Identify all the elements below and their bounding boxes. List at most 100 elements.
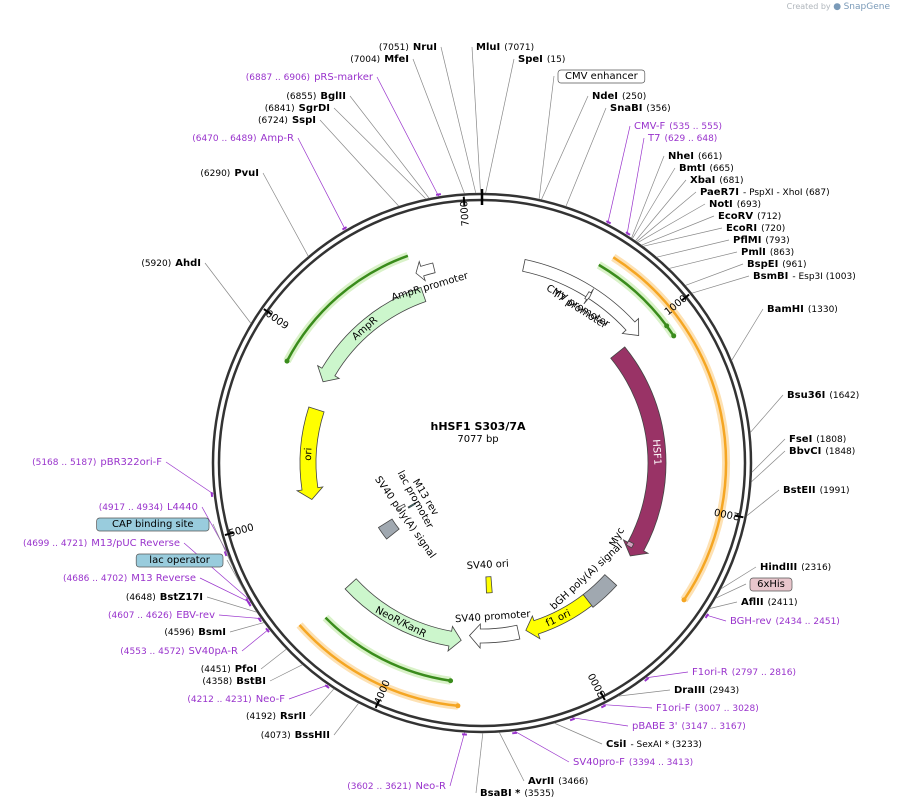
orange-arc — [298, 624, 459, 708]
tick-label: 2000 — [713, 505, 740, 521]
primer-marker — [625, 231, 631, 236]
credit-brand: SnapGene — [843, 2, 890, 12]
site-label-bglii: (6855)BglII — [286, 91, 346, 102]
site-label-pbabe-3: pBABE 3'(3147 .. 3167) — [632, 721, 746, 732]
site-label-avrii: AvrII(3466) — [528, 776, 588, 787]
site-name: BbvCI — [789, 446, 821, 457]
site-name: SgrDI — [299, 103, 330, 114]
site-label-text: Bsu36I(1642) — [787, 390, 859, 401]
leader-line — [626, 137, 645, 236]
site-name: PflMI — [733, 235, 761, 246]
site-label-text: (4699 .. 4721)M13/pUC Reverse — [23, 538, 180, 549]
site-label-csii: CsiI- SexAI * (3233) — [606, 739, 702, 750]
leader-line — [212, 523, 234, 568]
feature-label-hsf1: HSF1 — [650, 439, 663, 466]
site-label-bsteii: BstEII(1991) — [783, 485, 850, 496]
site-label-mlui: MluI(7071) — [476, 42, 534, 53]
site-position: (720) — [761, 224, 785, 234]
snapgene-logo-icon: ● — [833, 2, 842, 12]
site-name: MluI — [476, 42, 500, 53]
site-position: (4451) — [201, 665, 231, 675]
site-label-text: SnaBI(356) — [610, 103, 671, 114]
tick-mark — [734, 514, 744, 519]
site-label-text: (6855)BglII — [286, 91, 346, 102]
site-position: (3394 .. 3413) — [629, 758, 693, 768]
site-label-snabi: SnaBI(356) — [610, 103, 671, 114]
site-label-bgh-rev: BGH-rev(2434 .. 2451) — [730, 616, 840, 627]
site-label-text: (7051)NruI — [379, 42, 437, 53]
site-label-draiii: DraIII(2943) — [674, 685, 739, 696]
site-position: (4192) — [246, 712, 276, 722]
site-label-prs-marker: (6887 .. 6906)pRS-marker — [246, 72, 374, 83]
leader-line — [218, 614, 262, 619]
site-label-bsmbi: BsmBI- Esp3I (1003) — [753, 271, 856, 282]
site-name: AflII — [741, 597, 764, 608]
feature-label-ori: ori — [303, 447, 315, 461]
feature-label-ampr-promoter: AmpR promoter — [390, 270, 470, 303]
site-label-nrui: (7051)NruI — [379, 42, 437, 53]
green-arc-end — [448, 678, 454, 684]
feature-lac-promoter — [396, 503, 406, 511]
site-label-text: (4553 .. 4572)SV40pA-R — [120, 646, 238, 657]
leader-line — [309, 688, 335, 717]
feature-myc — [625, 540, 635, 549]
site-position: (2316) — [801, 563, 831, 573]
leader-line — [471, 46, 481, 194]
feature-label-sv40-promoter: SV40 promoter — [455, 609, 532, 625]
primer-marker — [247, 601, 252, 607]
leader-line — [565, 107, 607, 207]
site-name: MfeI — [384, 54, 409, 65]
site-name: F1ori-F — [656, 703, 691, 714]
feature-f1-ori — [525, 594, 593, 640]
site-position: (3602 .. 3621) — [347, 782, 411, 792]
site-position: (4596) — [164, 628, 194, 638]
site-position: (535 .. 555) — [669, 122, 722, 132]
site-position: (3147 .. 3167) — [682, 722, 746, 732]
site-label-bsu36i: Bsu36I(1642) — [787, 390, 859, 401]
site-label-text: (4358)BstBI — [202, 676, 266, 687]
site-label-l4440: (4917 .. 4934)L4440 — [99, 502, 198, 513]
leader-line — [715, 583, 747, 599]
site-label-text: EcoRV(712) — [718, 211, 781, 222]
site-name: BstEII — [783, 485, 816, 496]
site-label-text: HindIII(2316) — [760, 562, 831, 573]
site-name: BGH-rev — [730, 616, 772, 627]
site-position: (665) — [710, 164, 734, 174]
site-label-text: (6887 .. 6906)pRS-marker — [246, 72, 374, 83]
site-label-text: F1ori-R(2797 .. 2816) — [692, 667, 796, 678]
green-arc — [598, 263, 668, 327]
site-name: SspI — [292, 115, 316, 126]
tick-mark — [681, 293, 690, 301]
green-arc-end — [664, 323, 670, 329]
site-name: pRS-marker — [314, 72, 374, 83]
site-label-xbai: XbaI(681) — [690, 175, 744, 186]
leader-line — [288, 684, 329, 700]
site-label-m13-reverse: (4686 .. 4702)M13 Reverse — [63, 573, 196, 584]
site-label-text: BbvCI(1848) — [789, 446, 855, 457]
site-name: NdeI — [592, 91, 618, 102]
site-label-text: T7(629 .. 648) — [647, 133, 717, 144]
leader-line — [645, 671, 689, 679]
site-name: BglII — [320, 91, 346, 102]
plasmid-length: 7077 bp — [457, 434, 498, 445]
site-name: BsaBI * — [480, 788, 521, 799]
site-label-text: BspEI(961) — [747, 259, 807, 270]
leader-line — [636, 191, 697, 242]
site-position: (3007 .. 3028) — [694, 704, 758, 714]
site-position: - SexAI * (3233) — [630, 740, 702, 750]
leader-line — [632, 167, 676, 239]
site-label-text: PflMI(793) — [733, 235, 790, 246]
site-position: (863) — [770, 248, 794, 258]
site-position: (4358) — [202, 677, 232, 687]
site-name: NotI — [709, 199, 733, 210]
site-label-bsabi: BsaBI *(3535) — [480, 788, 554, 799]
leader-line — [226, 559, 246, 594]
site-label-pmli: PmlI(863) — [741, 247, 794, 258]
backbone-outer-circle — [211, 192, 753, 734]
site-label-spei: SpeI(15) — [518, 54, 565, 65]
site-label-text: (4607 .. 4626)EBV-rev — [108, 610, 215, 621]
leader-line — [641, 215, 715, 246]
site-label-amp-r: (6470 .. 6489)Amp-R — [192, 133, 294, 144]
